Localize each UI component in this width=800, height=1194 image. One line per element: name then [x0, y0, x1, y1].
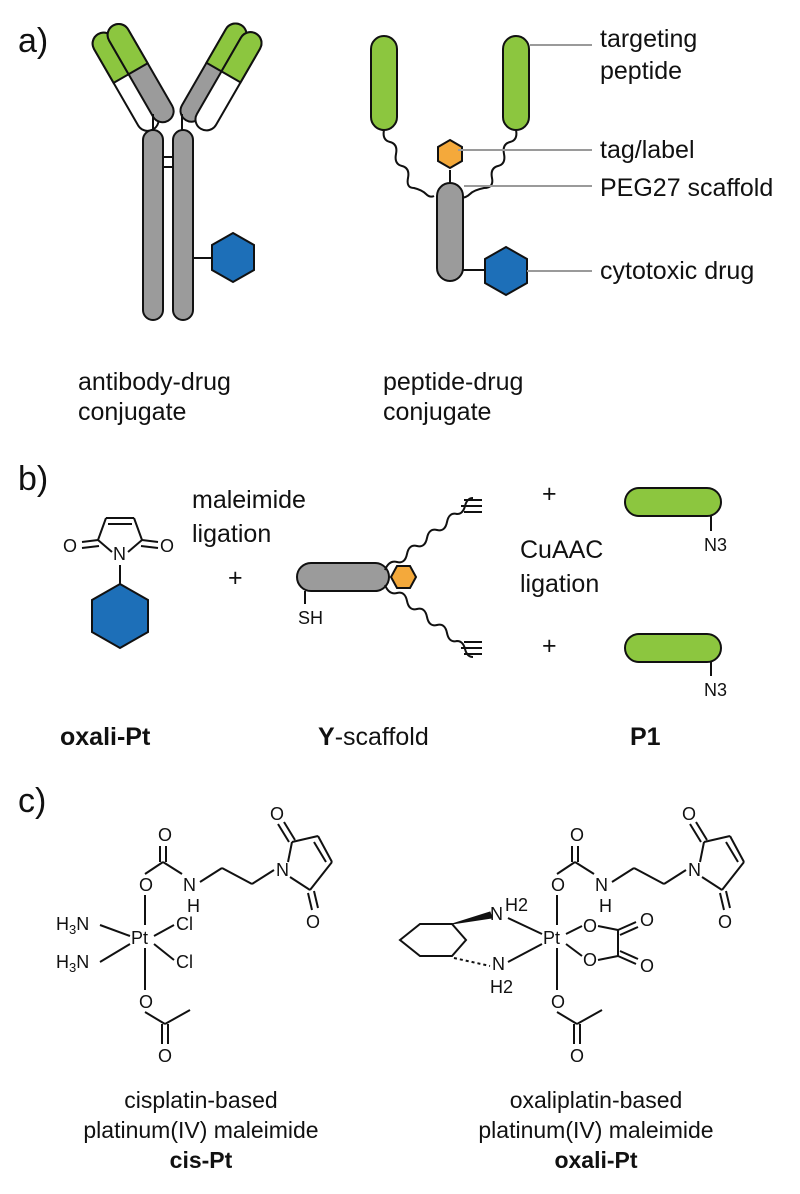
pdc-caption-line2: conjugate	[383, 398, 491, 426]
oxali-amide-h: H	[599, 896, 612, 916]
pdc-scaffold	[436, 182, 464, 282]
cis-acetate-o: O	[139, 992, 153, 1012]
oxali-caption-line2: platinum(IV) maleimide	[478, 1117, 713, 1143]
oxali-maleimide-o-bottom: O	[718, 912, 732, 932]
oxali-pt-label: oxali-Pt	[60, 723, 151, 751]
cis-maleimide-n: N	[276, 860, 289, 880]
cuaac-ligation-line2: ligation	[520, 570, 599, 598]
cyclohexane-ring	[398, 923, 468, 957]
maleimide-ligation-line1: maleimide	[192, 486, 306, 514]
oxali-amine-n-top: N	[490, 904, 503, 924]
oxali-amine-n-bottom: N	[492, 954, 505, 974]
adc-caption-line1: antibody-drug	[78, 368, 231, 396]
callout-cytotoxic-drug: cytotoxic drug	[600, 257, 754, 285]
cis-amine-1: H3N	[56, 914, 89, 937]
peptide-drug-conjugate-diagram	[370, 35, 530, 297]
y-scaffold-tag-hexagon	[389, 565, 418, 589]
cis-amine-2: H3N	[56, 952, 89, 975]
oxali-amine-h2-top: H2	[505, 895, 528, 915]
pdc-tag-hexagon	[437, 138, 463, 170]
pdc-drug-hexagon	[484, 245, 528, 297]
azide-label-bottom: N3	[704, 680, 727, 700]
callout-peg-scaffold: PEG27 scaffold	[600, 174, 773, 202]
oxali-pt-structure: O O N H N O O Pt N H2 N H2	[398, 804, 745, 1066]
oxali-maleimide-n: N	[688, 860, 701, 880]
cis-pt-structure: O O N H N O O Pt H3N H3N Cl Cl O	[56, 804, 333, 1066]
oxalate-carbonyl-o-2: O	[640, 956, 654, 976]
adc-stem-left	[142, 129, 164, 321]
plus-sign-3: +	[542, 632, 557, 660]
oxali-amine-h2-bottom: H2	[490, 977, 513, 997]
oxali-ester-o: O	[551, 875, 565, 895]
oxali-maleimide-o-top: O	[682, 804, 696, 824]
cis-maleimide-o-bottom: O	[306, 912, 320, 932]
antibody-drug-conjugate-diagram	[91, 22, 263, 321]
oxalate-o-1: O	[583, 916, 597, 936]
callout-tag-label: tag/label	[600, 136, 695, 164]
y-scaffold-body	[296, 562, 390, 592]
y-scaffold-label-rest: -scaffold	[335, 723, 429, 751]
cis-ester-o: O	[139, 875, 153, 895]
oxali-caption-line1: oxaliplatin-based	[510, 1087, 683, 1113]
oxali-acetate-carbonyl-o: O	[570, 1046, 584, 1066]
callout-targeting-line1: targeting	[600, 25, 697, 53]
maleimide-nitrogen: N	[113, 544, 126, 564]
maleimide-drug-structure: O O N	[63, 517, 174, 650]
cis-amide-h: H	[187, 896, 200, 916]
cis-maleimide-o-top: O	[270, 804, 284, 824]
pdc-peptide-right	[502, 35, 530, 131]
cis-platinum: Pt	[131, 928, 148, 948]
pdc-caption-line1: peptide-drug	[383, 368, 523, 396]
oxalate-o-2: O	[583, 950, 597, 970]
panel-label-b: b)	[18, 460, 48, 498]
maleimide-oxygen-right: O	[160, 536, 174, 556]
adc-drug-hexagon	[211, 231, 255, 284]
maleimide-ligation-line2: ligation	[192, 520, 271, 548]
panel-label-a: a)	[18, 22, 48, 60]
oxalate-carbonyl-o-1: O	[640, 910, 654, 930]
cis-caption-line2: platinum(IV) maleimide	[83, 1117, 318, 1143]
pdc-peptide-left	[370, 35, 398, 131]
cis-acetate-carbonyl-o: O	[158, 1046, 172, 1066]
thiol-label: SH	[298, 608, 323, 628]
adc-stem-right	[172, 129, 194, 321]
pdc-peg-arm-left	[382, 129, 435, 198]
cis-amide-n: N	[183, 875, 196, 895]
cis-carbamate-o: O	[158, 825, 172, 845]
cuaac-ligation-line1: CuAAC	[520, 536, 603, 564]
cis-caption-line1: cisplatin-based	[124, 1087, 277, 1113]
y-scaffold-label: Y-scaffold	[318, 723, 429, 751]
oxali-carbamate-o: O	[570, 825, 584, 845]
cis-caption-line3: cis-Pt	[170, 1147, 233, 1173]
oxali-caption-line3: oxali-Pt	[554, 1147, 637, 1173]
plus-sign-1: +	[228, 564, 243, 592]
maleimide-oxygen-left: O	[63, 536, 77, 556]
oxali-amide-n: N	[595, 875, 608, 895]
plus-sign-2: +	[542, 480, 557, 508]
adc-caption-line2: conjugate	[78, 398, 186, 426]
cis-chloride-2: Cl	[176, 952, 193, 972]
azide-label-top: N3	[704, 535, 727, 555]
panel-label-c: c)	[18, 782, 46, 820]
oxali-platinum: Pt	[543, 928, 560, 948]
oxali-acetate-o: O	[551, 992, 565, 1012]
cis-chloride-1: Cl	[176, 914, 193, 934]
y-scaffold-label-bold: Y	[318, 723, 335, 751]
y-scaffold-structure	[296, 497, 482, 658]
p1-label: P1	[630, 723, 661, 751]
p1-peptide-top	[624, 487, 722, 517]
adc-heavy-arm-left	[106, 22, 175, 124]
callout-targeting-line2: peptide	[600, 57, 682, 85]
adc-light-chain-right	[194, 31, 263, 132]
p1-peptide-bottom	[624, 633, 722, 663]
oxali-pt-drug-hexagon	[91, 582, 149, 650]
